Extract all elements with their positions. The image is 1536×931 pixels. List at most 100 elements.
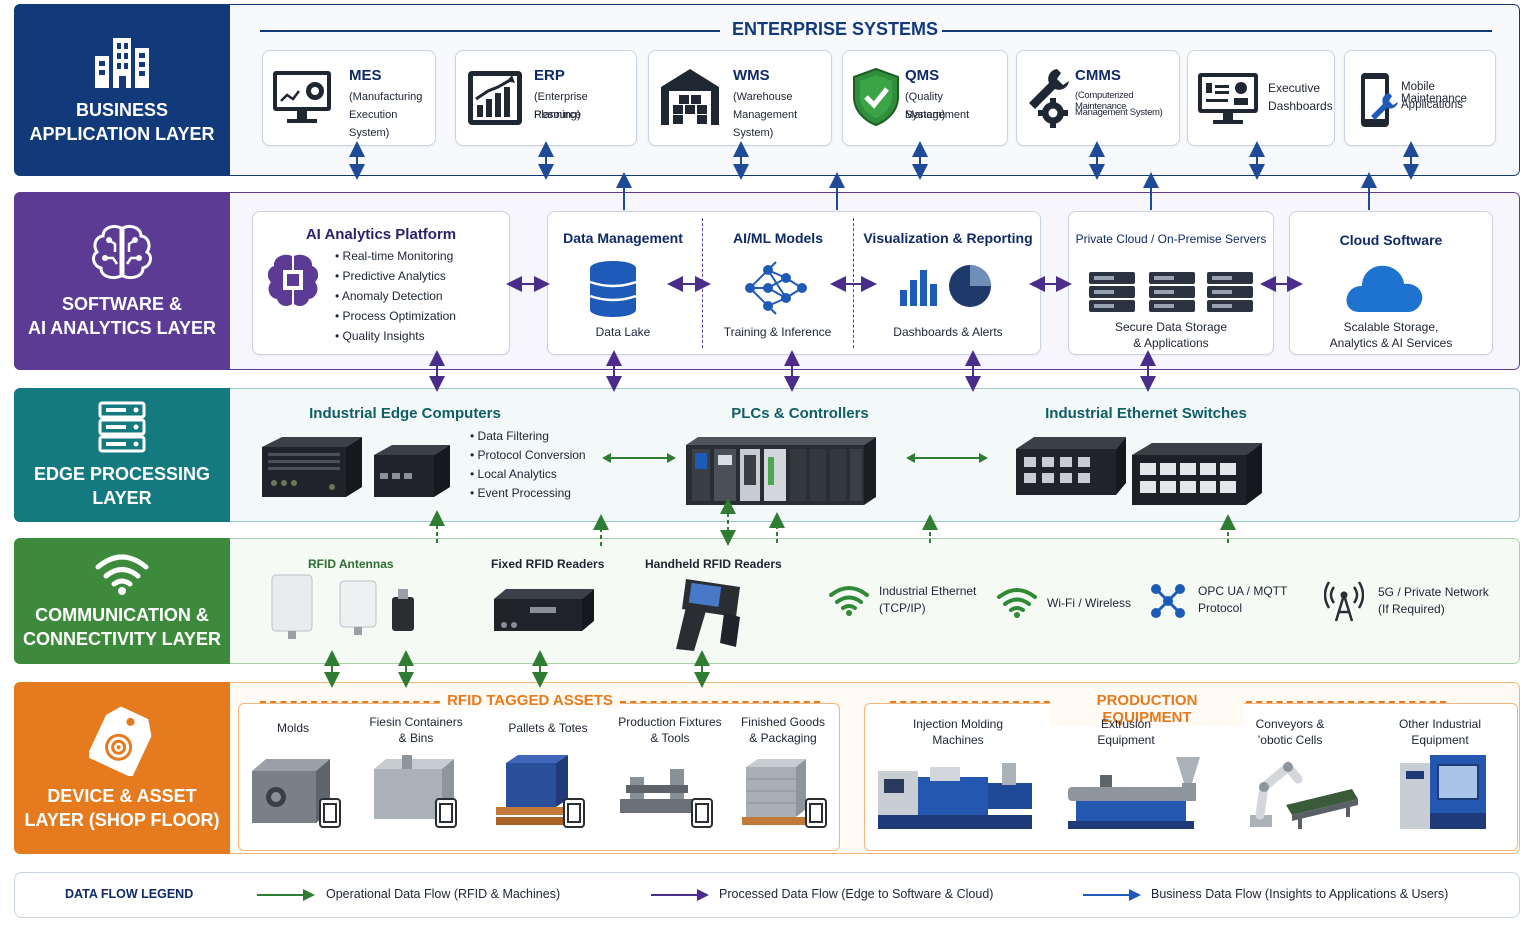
executive-dashboards-card[interactable]: Executive Dashboards (1187, 50, 1335, 146)
growth-chart-icon (466, 69, 524, 127)
legend-operational-arrow (257, 888, 315, 902)
mobile-wrench-icon (1359, 71, 1399, 131)
edge-computer-device (254, 433, 464, 503)
device-asset-layer: DEVICE & ASSET LAYER (SHOP FLOOR) RFID T… (14, 682, 1520, 854)
server-rack-icon (97, 400, 147, 454)
mes-card[interactable]: MES (Manufacturing Execution System) (262, 50, 436, 146)
legend-title: DATA FLOW LEGEND (65, 887, 194, 901)
business-application-layer: BUSINESS APPLICATION LAYER ENTERPRISE SY… (14, 4, 1520, 176)
rfid-title-line-left (260, 701, 450, 703)
cmms-card[interactable]: CMMS (Computerized Maintenance Managemen… (1016, 50, 1180, 146)
wifi-icon (94, 551, 150, 595)
equip-extrusion-label-1: Extrusion (1100, 717, 1152, 731)
ai-item-4: Quality Insights (335, 326, 456, 346)
protocol-3-line2: (If Required) (1378, 602, 1445, 616)
equip-injection-label-2: Machines (932, 733, 984, 747)
software-layer-label: SOFTWARE & AI ANALYTICS LAYER (14, 192, 230, 370)
communication-layer: COMMUNICATION & CONNECTIVITY LAYER RFID … (14, 538, 1520, 664)
extrusion-image (1064, 753, 1216, 833)
mobile-maintenance-card[interactable]: Mobile Maintenance Applications (1344, 50, 1496, 146)
edge-layer-label: EDGE PROCESSING LAYER (14, 388, 230, 522)
edge-label-line1: EDGE PROCESSING (33, 464, 211, 484)
ethernet-switch-device (1012, 429, 1264, 509)
data-management-title: Data Management (563, 230, 683, 246)
edge-item-0: Data Filtering (470, 427, 586, 446)
prod-title-line-right (1246, 701, 1446, 703)
ai-analytics-platform-card[interactable]: AI Analytics Platform Real-time Monitori… (252, 211, 510, 355)
comm-layer-body: RFID Antennas Fixed RFID Readers Handhel… (230, 538, 1520, 664)
dashboard-monitor-icon (1196, 71, 1260, 127)
cloud-software-caption-1: Scalable Storage, (1343, 320, 1439, 334)
comm-to-device-arrows (324, 650, 710, 688)
protocol-1-line1: Wi-Fi / Wireless (1047, 596, 1131, 610)
cmms-desc-1: (Computerized Maintenance (1075, 90, 1134, 112)
device-layer-body: RFID TAGGED ASSETS Molds Fiesin Containe… (230, 682, 1520, 854)
training-inference-caption: Training & Inference (723, 325, 832, 339)
ai-chip-brain-icon (265, 252, 321, 308)
equip-injection-label-1: Injection Molding (912, 717, 1004, 731)
asset-goods-label-2: & Packaging (749, 731, 817, 745)
erp-desc-1: (Enterprise Resource (534, 91, 588, 121)
equip-other-label-2: Equipment (1411, 733, 1469, 747)
edge-computers-list: Data Filtering Protocol Conversion Local… (470, 427, 586, 503)
cmms-name: CMMS (1075, 67, 1121, 84)
mold-image (246, 751, 342, 831)
protocol-0-line2: (TCP/IP) (879, 601, 926, 615)
equip-conveyors-label-1: Conveyors & (1255, 717, 1325, 731)
edge-layer-body: Industrial Edge Computers Data Filtering… (230, 388, 1520, 522)
private-cloud-title: Private Cloud / On-Premise Servers (1075, 232, 1267, 246)
legend-processed-label: Processed Data Flow (Edge to Software & … (719, 887, 994, 901)
rfid-assets-title: RFID TAGGED ASSETS (440, 692, 620, 709)
edge-item-2: Local Analytics (470, 465, 586, 484)
cloud-software-card[interactable]: Cloud Software Scalable Storage, Analyti… (1289, 211, 1493, 355)
erp-name: ERP (534, 67, 565, 84)
ai-item-3: Process Optimization (335, 306, 456, 326)
brain-icon (87, 222, 157, 284)
edge-item-3: Event Processing (470, 484, 586, 503)
protocol-0-line1: Industrial Ethernet (879, 584, 977, 598)
business-label-line1: BUSINESS (75, 100, 169, 120)
mobile-name: Mobile Maintenance (1401, 81, 1467, 105)
data-flow-legend: DATA FLOW LEGEND Operational Data Flow (… (14, 872, 1520, 918)
wms-name: WMS (733, 67, 770, 84)
plc-device (686, 433, 882, 509)
mes-desc-1: (Manufacturing (349, 91, 423, 103)
monitor-gear-icon (271, 69, 337, 127)
equip-conveyors-label-2: ’obotic Cells (1257, 733, 1323, 747)
neural-network-icon (742, 260, 810, 316)
wrench-gear-icon (1023, 65, 1073, 129)
erp-desc-2: Planning) (534, 109, 581, 121)
software-to-edge-arrows (429, 350, 1156, 392)
business-card-arrows (349, 141, 1419, 180)
pallet-image (492, 751, 592, 831)
warehouse-icon (659, 67, 721, 127)
fixed-reader-device (490, 585, 600, 637)
erp-card[interactable]: ERP (Enterprise Resource Planning) (455, 50, 637, 146)
fixed-readers-title: Fixed RFID Readers (491, 557, 605, 571)
wms-card[interactable]: WMS (Warehouse Management System) (648, 50, 832, 146)
software-layer-body: AI Analytics Platform Real-time Monitori… (230, 192, 1520, 370)
executive-desc-1: Dashboards (1268, 99, 1333, 113)
asset-fixtures-label-2: & Tools (650, 731, 690, 745)
ai-item-2: Anomaly Detection (335, 286, 456, 306)
mes-desc-2: Execution System) (349, 109, 398, 139)
edge-computers-title: Industrial Edge Computers (309, 405, 501, 422)
rfid-antenna-devices (270, 573, 420, 643)
business-layer-body: ENTERPRISE SYSTEMS MES (Manufacturing Ex… (230, 4, 1520, 176)
protocol-2-line1: OPC UA / MQTT (1198, 584, 1288, 598)
database-icon (588, 260, 638, 318)
industrial-ethernet-wifi-icon (828, 583, 870, 617)
private-cloud-caption-2: & Applications (1133, 336, 1209, 350)
wireless-wifi-icon (996, 585, 1038, 619)
qms-name: QMS (905, 67, 940, 84)
business-layer-label: BUSINESS APPLICATION LAYER (14, 4, 230, 176)
rfid-tag-icon (89, 704, 155, 776)
server-stack-icon (1087, 268, 1257, 316)
device-label-line2: LAYER (SHOP FLOOR) (24, 810, 220, 830)
qms-card[interactable]: QMS (Quality Management System) (842, 50, 1008, 146)
comm-layer-label: COMMUNICATION & CONNECTIVITY LAYER (14, 538, 230, 664)
qms-desc-2: System) (905, 109, 946, 121)
legend-business-label: Business Data Flow (Insights to Applicat… (1151, 887, 1449, 901)
private-cloud-card[interactable]: Private Cloud / On-Premise Servers Secur… (1068, 211, 1274, 355)
rfid-title-line-right (620, 701, 820, 703)
